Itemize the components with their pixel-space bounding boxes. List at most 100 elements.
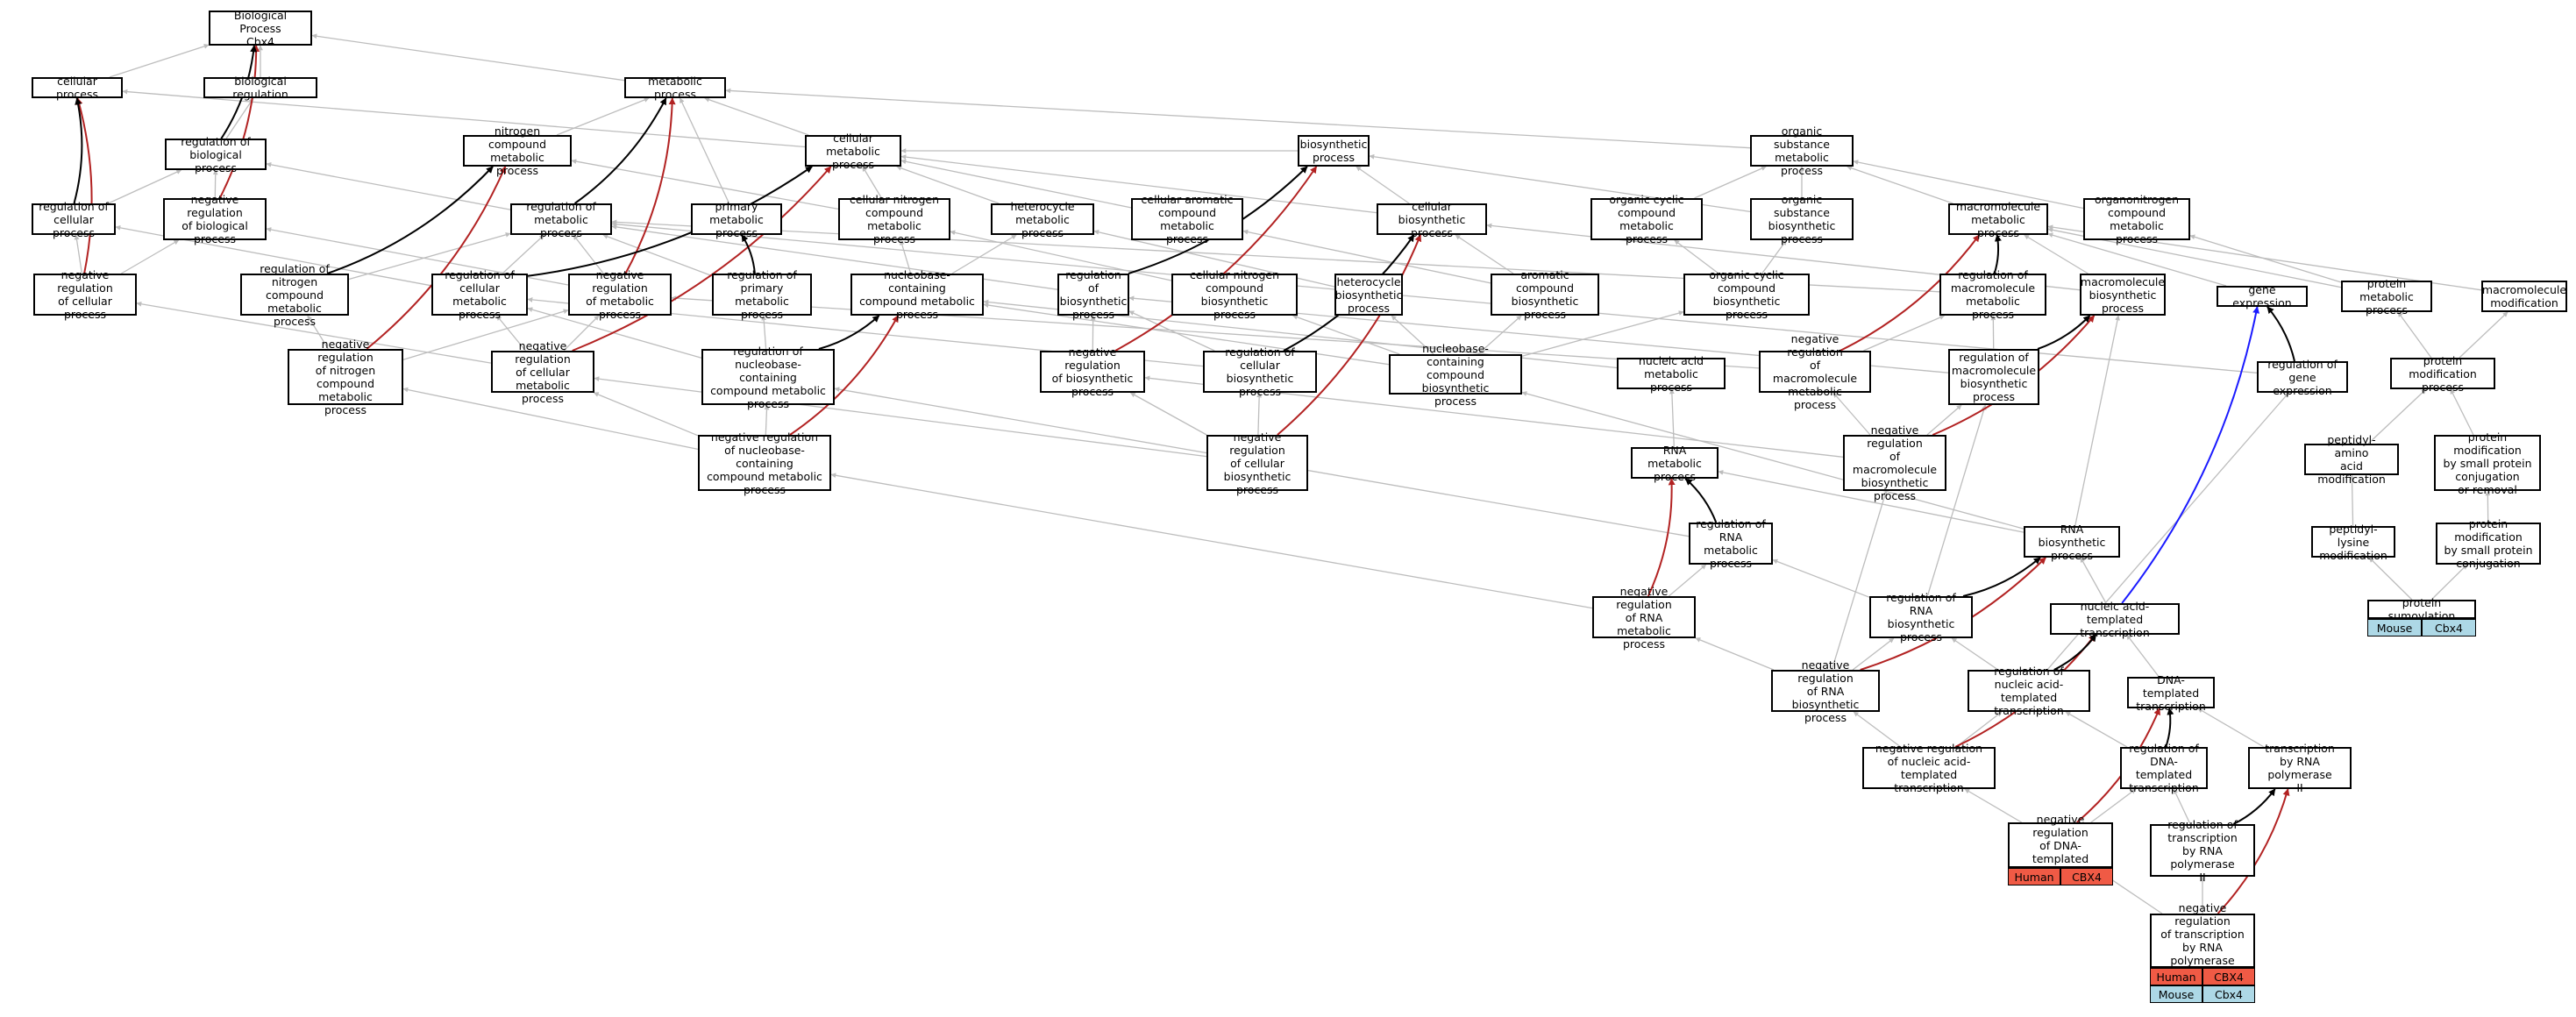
go-term-nrnbcmp[interactable]: negative regulation of nucleobase-contai… — [698, 430, 831, 496]
edge-nrcbp-to-rcbp — [1256, 392, 1263, 436]
go-term-rge[interactable]: regulation of gene expression — [2257, 358, 2348, 397]
go-term-nrcbp[interactable]: negative regulation of cellular biosynth… — [1206, 430, 1308, 496]
go-term-nrnatt[interactable]: negative regulation of nucleic acid-temp… — [1862, 742, 1996, 794]
go-term-hbp[interactable]: heterocycle biosynthetic process — [1334, 274, 1403, 316]
go-term-rbp[interactable]: regulation of biological process — [165, 135, 267, 174]
go-term-rnbcmp[interactable]: regulation of nucleobase-containing comp… — [701, 345, 835, 410]
edge-nrrnamp-to-rnamp — [1647, 478, 1676, 597]
go-term-pmod[interactable]: protein modification process — [2390, 354, 2495, 394]
go-term-pmspc[interactable]: protein modification by small protein co… — [2436, 517, 2541, 570]
edge-nrcmp-to-rcmp — [496, 315, 526, 352]
go-term-nrrnamp[interactable]: negative regulation of RNA metabolic pro… — [1592, 585, 1696, 651]
go-term-ps[interactable]: protein sumoylation — [2367, 596, 2476, 622]
go-term-osbp[interactable]: organic substance biosynthetic process — [1750, 193, 1854, 245]
edge-rrnabp-to-rnabp — [1962, 557, 2041, 597]
go-term-namp[interactable]: nucleic acid metabolic process — [1617, 354, 1726, 394]
go-term-bsp[interactable]: biosynthetic process — [1298, 135, 1370, 167]
go-term-nbcbp[interactable]: nucleobase-containing compound biosynthe… — [1389, 342, 1522, 408]
go-term-cmp[interactable]: cellular metabolic process — [805, 132, 901, 171]
go-term-nrcp[interactable]: negative regulation of cellular process — [33, 268, 137, 321]
go-term-bp[interactable]: Biological Process Cbx4 — [209, 9, 312, 48]
edge-nrcp-to-nrbp — [120, 239, 180, 274]
go-term-natt[interactable]: nucleic acid-templated transcription — [2050, 600, 2180, 639]
go-term-pmsp[interactable]: protein modification by small protein co… — [2434, 430, 2541, 496]
species-label: Human — [2150, 968, 2202, 985]
go-term-rmmp[interactable]: regulation of macromolecule metabolic pr… — [1939, 268, 2046, 321]
go-term-rncmp[interactable]: regulation of nitrogen compound metaboli… — [240, 262, 349, 328]
edge-nrncmp-to-ncmp — [366, 166, 507, 350]
go-term-rcp[interactable]: regulation of cellular process — [32, 200, 116, 239]
go-term-acbp[interactable]: aromatic compound biosynthetic process — [1491, 268, 1599, 321]
go-term-nrncmp[interactable]: negative regulation of nitrogen compound… — [288, 338, 403, 416]
go-term-nrdtt[interactable]: negative regulation of DNA-templated tra… — [2008, 813, 2113, 878]
species-label: Mouse — [2150, 985, 2202, 1003]
edge-rge-to-rmp — [611, 221, 2258, 373]
go-term-hmp[interactable]: heterocycle metabolic process — [991, 200, 1094, 239]
go-term-tp2[interactable]: transcription by RNA polymerase II — [2248, 742, 2352, 794]
go-term-rpmp[interactable]: regulation of primary metabolic process — [712, 268, 812, 321]
go-term-plm[interactable]: peptidyl-lysine modification — [2311, 523, 2395, 562]
edge-rmmp-to-mmp — [1993, 234, 2002, 274]
edge-cmp-to-mp — [704, 97, 809, 136]
go-term-mp[interactable]: metabolic process — [624, 75, 726, 101]
species-label: Human — [2008, 868, 2060, 885]
go-term-rnatt[interactable]: regulation of nucleic acid-templated tra… — [1968, 665, 2090, 717]
edge-mmp-to-osmp — [1847, 165, 1953, 204]
edge-nbcbp-to-nbcmp — [983, 302, 1390, 366]
go-term-cncmp[interactable]: cellular nitrogen compound metabolic pro… — [838, 193, 950, 245]
go-term-pmp[interactable]: primary metabolic process — [691, 200, 782, 239]
go-term-nrbsp[interactable]: negative regulation of biosynthetic proc… — [1040, 345, 1145, 398]
go-term-rrnamp[interactable]: regulation of RNA metabolic process — [1689, 517, 1773, 570]
go-term-mmp[interactable]: macromolecule metabolic process — [1948, 200, 2048, 239]
edge-rnbcmp-to-nbcmp — [818, 315, 880, 350]
go-term-rnamp[interactable]: RNA metabolic process — [1631, 444, 1719, 483]
edge-pam-to-pmod — [2367, 388, 2427, 444]
go-term-cacmp[interactable]: cellular aromatic compound metabolic pro… — [1131, 193, 1243, 245]
go-term-nrbp[interactable]: negative regulation of biological proces… — [163, 193, 267, 245]
go-term-cbp[interactable]: cellular biosynthetic process — [1377, 200, 1487, 239]
go-term-rmp[interactable]: regulation of metabolic process — [510, 200, 612, 239]
edge-cacmp-to-cmp — [900, 159, 1132, 209]
go-term-nrmbp[interactable]: negative regulation of macromolecule bio… — [1843, 423, 1946, 502]
edge-nrcbp-to-nrcmp — [594, 376, 1207, 458]
go-term-prmp[interactable]: protein metabolic process — [2341, 277, 2432, 316]
go-term-oncmp[interactable]: organonitrogen compound metabolic proces… — [2083, 193, 2190, 245]
go-term-rmbp[interactable]: regulation of macromolecule biosynthetic… — [1948, 349, 2039, 405]
edge-acbp-to-cacmp — [1242, 229, 1491, 284]
go-term-mmod[interactable]: macromolecule modification — [2481, 281, 2567, 312]
gene-label: CBX4 — [2060, 868, 2113, 885]
go-term-occbp[interactable]: organic cyclic compound biosynthetic pro… — [1683, 268, 1810, 321]
go-term-pam[interactable]: peptidyl-amino acid modification — [2304, 433, 2399, 486]
edge-pmod-to-prmp — [2397, 311, 2432, 359]
go-term-osmp[interactable]: organic substance metabolic process — [1750, 124, 1854, 177]
go-term-rnabp[interactable]: RNA biosynthetic process — [2024, 523, 2120, 562]
go-term-cncbp[interactable]: cellular nitrogen compound biosynthetic … — [1171, 268, 1298, 321]
edge-nrcmp-to-nrmp — [563, 315, 600, 352]
edge-rnbcmp-to-rcmp — [527, 307, 702, 359]
go-term-nrtp2[interactable]: negative regulation of transcription by … — [2150, 901, 2255, 980]
go-term-mbp[interactable]: macromolecule biosynthetic process — [2080, 274, 2166, 316]
go-term-dtt[interactable]: DNA-templated transcription — [2127, 673, 2215, 713]
edge-occbp-to-occmp — [1674, 239, 1719, 274]
go-term-br[interactable]: biological regulation — [203, 75, 317, 101]
edge-nrbsp-to-bsp — [1114, 166, 1318, 352]
go-term-nbcmp[interactable]: nucleobase-containing compound metabolic… — [850, 268, 984, 321]
go-term-rcmp[interactable]: regulation of cellular metabolic process — [431, 268, 528, 321]
go-term-ncmp[interactable]: nitrogen compound metabolic process — [463, 124, 572, 177]
go-term-nrmp[interactable]: negative regulation of metabolic process — [568, 268, 672, 321]
go-term-rdtt[interactable]: regulation of DNA-templated transcriptio… — [2120, 742, 2208, 794]
go-term-nrcmp[interactable]: negative regulation of cellular metaboli… — [491, 339, 594, 405]
go-term-rcbp[interactable]: regulation of cellular biosynthetic proc… — [1203, 345, 1317, 398]
go-term-rrnabp[interactable]: regulation of RNA biosynthetic process — [1869, 591, 1973, 644]
go-term-nrmmp[interactable]: negative regulation of macromolecule met… — [1759, 332, 1871, 411]
go-term-rbsp[interactable]: regulation of biosynthetic process — [1057, 268, 1129, 321]
edge-mbp-to-mmp — [2024, 234, 2089, 274]
go-term-rtp2[interactable]: regulation of transcription by RNA polym… — [2150, 818, 2255, 884]
go-term-ge[interactable]: gene expression — [2217, 283, 2308, 309]
edge-nbcbp-to-occbp — [1521, 310, 1684, 357]
go-term-occmp[interactable]: organic cyclic compound metabolic proces… — [1590, 193, 1703, 245]
edge-rpmp-to-rmp — [602, 234, 713, 277]
go-term-nrrnabp[interactable]: negative regulation of RNA biosynthetic … — [1771, 658, 1880, 724]
edge-nrrnabp-to-nrrnamp — [1695, 637, 1775, 671]
go-term-cp[interactable]: cellular process — [32, 75, 123, 101]
